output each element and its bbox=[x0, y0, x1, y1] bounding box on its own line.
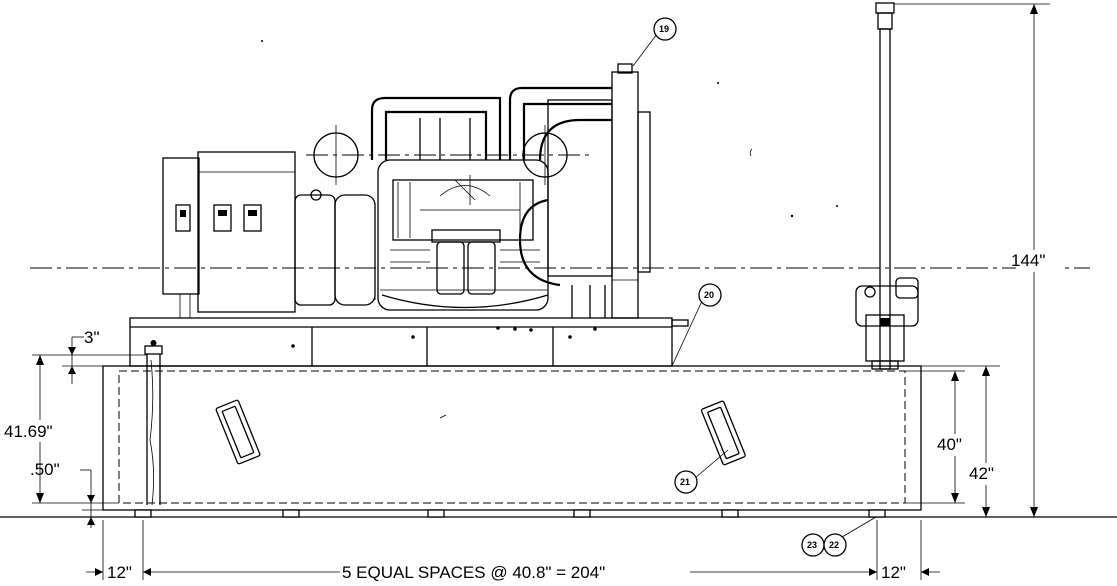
dimension-50: .50" bbox=[30, 460, 103, 528]
tank-vent-left bbox=[215, 399, 261, 465]
radiator bbox=[518, 63, 651, 319]
tank-support-feet bbox=[134, 509, 886, 518]
dimension-3: 3" bbox=[62, 328, 103, 384]
dim-tank-height-outer: 42" bbox=[969, 464, 994, 483]
callout-19: 19 bbox=[632, 17, 677, 67]
air-cleaner-left bbox=[306, 125, 590, 185]
skid-base bbox=[129, 317, 689, 367]
dim-support-spacing: 5 EQUAL SPACES @ 40.8" = 204" bbox=[342, 563, 605, 582]
callout-22-label: 22 bbox=[829, 540, 839, 550]
dimension-40: 40" bbox=[905, 370, 971, 504]
dim-bottom-offset: .50" bbox=[30, 460, 60, 479]
callout-20: 20 bbox=[671, 283, 722, 367]
dim-end-spacing-right: 12" bbox=[881, 563, 906, 582]
dim-fill-height: 41.69" bbox=[4, 422, 53, 441]
exhaust-stack bbox=[855, 2, 919, 370]
callout-21: 21 bbox=[674, 449, 729, 494]
callout-20-label: 20 bbox=[704, 290, 714, 300]
dimension-42: 42" bbox=[921, 365, 1006, 518]
callout-19-label: 19 bbox=[659, 24, 669, 34]
callout-23: 23 bbox=[801, 533, 825, 557]
dim-end-spacing-left: 12" bbox=[107, 563, 132, 582]
dimension-41-69: 41.69" bbox=[2, 354, 147, 504]
fill-pipe bbox=[144, 340, 163, 506]
control-panel bbox=[162, 151, 296, 318]
callout-21-label: 21 bbox=[680, 477, 690, 487]
callout-22: 22 bbox=[823, 516, 877, 557]
dim-height-overall: 144" bbox=[1011, 251, 1045, 270]
air-cleaner-right bbox=[522, 125, 568, 185]
dimension-144: 144" bbox=[894, 3, 1062, 517]
generator-housing bbox=[294, 189, 376, 306]
dim-base-offset: 3" bbox=[84, 328, 100, 347]
intake-piping bbox=[370, 86, 612, 161]
dimension-bottom-spacing: 12" 5 EQUAL SPACES @ 40.8" = 204" 12" bbox=[86, 520, 940, 582]
tank-vent-right bbox=[700, 400, 746, 466]
dim-tank-height-inner: 40" bbox=[937, 435, 962, 454]
engine bbox=[377, 159, 549, 311]
callout-23-label: 23 bbox=[807, 540, 817, 550]
